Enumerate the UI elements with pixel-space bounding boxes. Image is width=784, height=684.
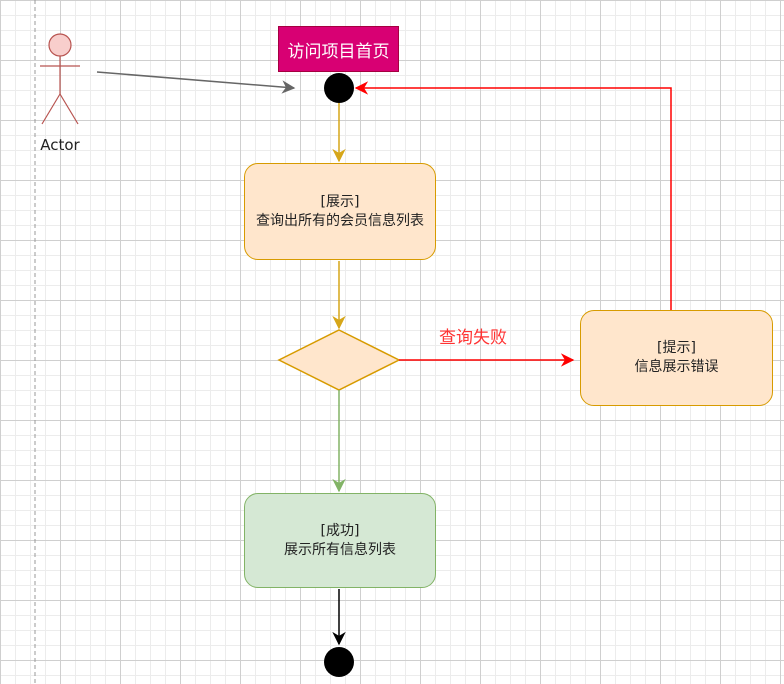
- success-box-tag: [成功]: [320, 522, 360, 539]
- error-box-text: 信息展示错误: [634, 359, 719, 375]
- title-text: 访问项目首页: [287, 41, 390, 62]
- error-box: [提示] 信息展示错误: [580, 310, 773, 406]
- edge-actor-to-start: [96, 71, 296, 94]
- end-node: [324, 647, 354, 677]
- show-box-tag: [展示]: [320, 193, 360, 210]
- error-box-tag: [提示]: [657, 340, 696, 356]
- fail-label: 查询失败: [439, 328, 507, 348]
- title-box: 访问项目首页: [278, 26, 399, 72]
- actor-label: Actor: [40, 136, 80, 154]
- show-box-text: 查询出所有的会员信息列表: [256, 212, 424, 229]
- decision-diamond: [277, 329, 401, 391]
- show-box: [展示] 查询出所有的会员信息列表: [244, 163, 436, 260]
- success-box: [成功] 展示所有信息列表: [244, 493, 436, 588]
- start-node: [324, 73, 354, 103]
- actor-icon: [40, 33, 80, 125]
- success-box-text: 展示所有信息列表: [284, 541, 396, 558]
- edge-error-to-start: [354, 81, 672, 310]
